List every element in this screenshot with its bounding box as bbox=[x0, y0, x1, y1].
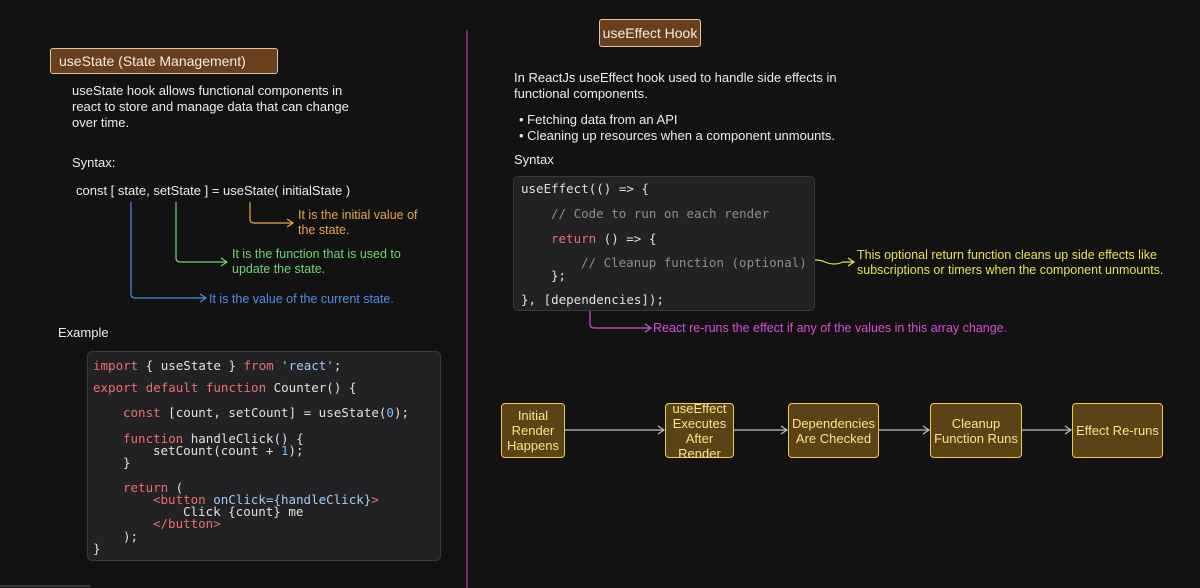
code-line: ); bbox=[123, 529, 139, 544]
usestate-code-block: import { useState } from 'react'; export… bbox=[87, 351, 441, 561]
example-heading: Example bbox=[58, 325, 109, 340]
usestate-description: useState hook allows functional componen… bbox=[72, 83, 349, 130]
set-function-connector bbox=[175, 202, 226, 263]
code-line: return () => { bbox=[551, 231, 657, 246]
code-line: }, [dependencies]); bbox=[521, 292, 664, 307]
code-line: function handleClick() { bbox=[123, 431, 304, 446]
code-line: export default function Counter() { bbox=[93, 380, 357, 395]
code-line: return ( bbox=[123, 480, 184, 495]
code-line: const [count, setCount] = useState(0); bbox=[123, 405, 410, 420]
code-line: }; bbox=[551, 268, 567, 283]
useeffect-title: useEffect Hook bbox=[599, 19, 701, 47]
set-function-annotation: It is the function that is used to updat… bbox=[232, 247, 401, 276]
usestate-title: useState (State Management) bbox=[50, 48, 278, 74]
code-line: } bbox=[123, 455, 131, 470]
usestate-syntax-heading: Syntax: bbox=[72, 155, 116, 170]
code-line: </button> bbox=[153, 516, 221, 531]
useeffect-code-block: useEffect(() => { // Code to run on each… bbox=[513, 176, 815, 311]
code-line: useEffect(() => { bbox=[521, 181, 649, 196]
dependencies-annotation: React re-runs the effect if any of the v… bbox=[653, 321, 1008, 335]
useeffect-bullets: • Fetching data from an API • Cleaning u… bbox=[519, 112, 835, 144]
list-item: • Fetching data from an API bbox=[519, 112, 678, 127]
useeffect-description: In ReactJs useEffect hook used to handle… bbox=[514, 70, 837, 101]
flow-step-effect-reruns: Effect Re-runs bbox=[1072, 403, 1163, 458]
current-value-annotation: It is the value of the current state. bbox=[209, 292, 394, 306]
dependencies-connector bbox=[589, 306, 650, 329]
flow-arrows bbox=[565, 425, 1073, 435]
code-line: setCount(count + 1); bbox=[153, 443, 304, 458]
cleanup-annotation: This optional return function cleans up … bbox=[857, 248, 1164, 277]
useeffect-syntax-heading: Syntax bbox=[514, 152, 554, 167]
code-line: Click {count} me bbox=[183, 504, 304, 519]
code-line: // Cleanup function (optional) bbox=[581, 255, 807, 270]
current-value-connector bbox=[130, 202, 205, 299]
code-line: } bbox=[93, 541, 101, 556]
code-line: import { useState } from 'react'; bbox=[93, 358, 342, 373]
usestate-syntax-line: const [ state, setState ] = useState( in… bbox=[76, 183, 351, 198]
code-line: // Code to run on each render bbox=[551, 206, 770, 221]
initial-value-connector bbox=[249, 202, 292, 224]
code-line: <button onClick={handleClick}> bbox=[153, 492, 379, 507]
initial-value-annotation: It is the initial value of the state. bbox=[298, 208, 418, 237]
list-item: • Cleaning up resources when a component… bbox=[519, 128, 836, 143]
